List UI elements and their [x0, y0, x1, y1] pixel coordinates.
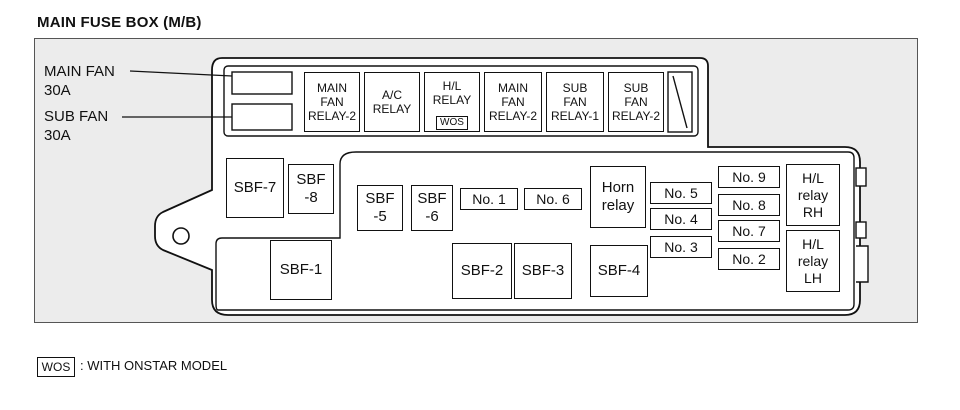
- sbf-2: SBF-2: [452, 243, 512, 299]
- sbf-1: SBF-1: [270, 240, 332, 300]
- horn-relay: Horn relay: [590, 166, 646, 228]
- fuse-no-5: No. 5: [650, 182, 712, 204]
- sbf-6: SBF -6: [411, 185, 453, 231]
- main-fan-callout: MAIN FAN: [44, 63, 115, 80]
- main-fan-amp: 30A: [44, 82, 71, 99]
- fuse-no-1: No. 1: [460, 188, 518, 210]
- wos-tag: WOS: [436, 116, 468, 130]
- sub-fan-callout: SUB FAN: [44, 108, 109, 125]
- sbf-7: SBF-7: [226, 158, 284, 218]
- sub-fan-relay-2: SUB FAN RELAY-2: [608, 72, 664, 132]
- fuse-no-3: No. 3: [650, 236, 712, 258]
- legend-wos-tag: WOS: [37, 357, 75, 377]
- hl-relay-rh: H/L relay RH: [786, 164, 840, 226]
- fuse-no-7: No. 7: [718, 220, 780, 242]
- sub-fan-relay-1: SUB FAN RELAY-1: [546, 72, 604, 132]
- sbf-4: SBF-4: [590, 245, 648, 297]
- sbf-3: SBF-3: [514, 243, 572, 299]
- hl-relay-lh: H/L relay LH: [786, 230, 840, 292]
- fuse-no-4: No. 4: [650, 208, 712, 230]
- sub-fan-amp: 30A: [44, 127, 71, 144]
- fuse-no-8: No. 8: [718, 194, 780, 216]
- sbf-8: SBF -8: [288, 164, 334, 214]
- ac-relay: A/C RELAY: [364, 72, 420, 132]
- legend-text: : WITH ONSTAR MODEL: [80, 358, 228, 373]
- sbf-5: SBF -5: [357, 185, 403, 231]
- fuse-no-9: No. 9: [718, 166, 780, 188]
- fuse-no-2: No. 2: [718, 248, 780, 270]
- fuse-no-6: No. 6: [524, 188, 582, 210]
- main-fan-relay-2-a: MAIN FAN RELAY-2: [304, 72, 360, 132]
- diagram-title: MAIN FUSE BOX (M/B): [37, 14, 202, 31]
- main-fan-relay-2-b: MAIN FAN RELAY-2: [484, 72, 542, 132]
